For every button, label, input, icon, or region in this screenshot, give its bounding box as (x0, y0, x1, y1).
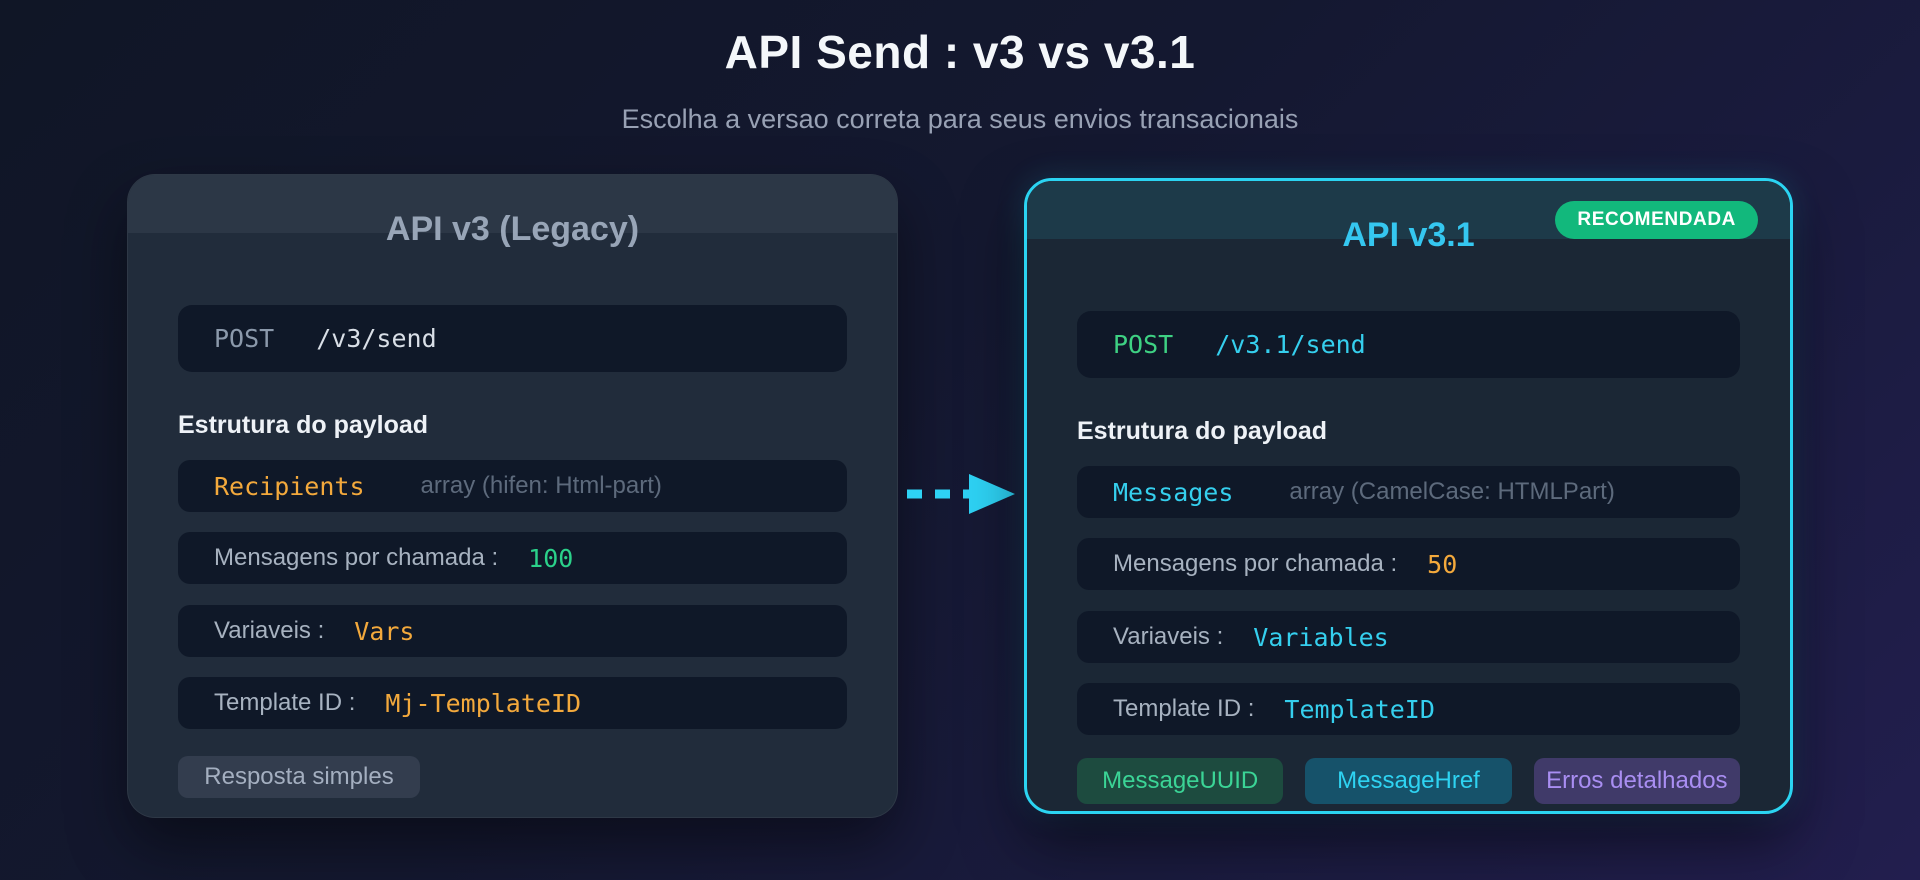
card-api-v3-legacy: API v3 (Legacy) POST /v3/send Estrutura … (127, 174, 898, 818)
payload-row-key: Messages array (CamelCase: HTMLPart) (1077, 466, 1740, 518)
payload-row-messages-per-call: Mensagens por chamada : 100 (178, 532, 847, 584)
payload-row-messages-per-call: Mensagens por chamada : 50 (1077, 538, 1740, 590)
card-title-v31: API v3.1 (1342, 216, 1475, 254)
row-label: Mensagens por chamada : (214, 544, 499, 571)
chip-detailed-errors: Erros detalhados (1533, 758, 1740, 804)
payload-row-template-id: Template ID : Mj-TemplateID (178, 677, 847, 729)
response-chips: MessageUUID MessageHref Erros detalhados (1077, 758, 1740, 804)
row-label: Template ID : (1113, 695, 1255, 722)
row-label: Variaveis : (1113, 623, 1224, 650)
row-value: Variables (1253, 622, 1389, 652)
payload-row-key: Recipients array (hifen: Html-part) (178, 460, 847, 512)
endpoint-path: /v3/send (316, 324, 437, 353)
row-value: Mj-TemplateID (385, 688, 582, 718)
row-value: TemplateID (1284, 694, 1435, 724)
payload-key-name: Recipients (214, 471, 365, 501)
response-chip-simple: Resposta simples (178, 756, 420, 798)
chip-message-uuid: MessageUUID (1077, 758, 1284, 804)
row-value: Vars (354, 616, 415, 646)
chip-message-href: MessageHref (1305, 758, 1512, 804)
page-title: API Send : v3 vs v3.1 (724, 26, 1196, 78)
payload-row-variables: Variaveis : Vars (178, 605, 847, 657)
endpoint-box-v3: POST /v3/send (178, 305, 847, 372)
payload-row-variables: Variaveis : Variables (1077, 611, 1740, 663)
endpoint-box-v31: POST /v3.1/send (1077, 311, 1740, 378)
recommended-badge: RECOMENDADA (1555, 201, 1758, 239)
http-method: POST (214, 324, 275, 353)
chip-label: Resposta simples (204, 763, 394, 790)
payload-section-label: Estrutura do payload (1077, 417, 1328, 445)
card-api-v31: API v3.1 RECOMENDADA POST /v3.1/send Est… (1024, 178, 1793, 814)
arrow-right-icon (907, 474, 1015, 514)
page-subtitle: Escolha a versao correta para seus envio… (621, 104, 1299, 134)
chip-label: MessageHref (1337, 767, 1480, 794)
payload-key-name: Messages (1113, 477, 1234, 507)
chip-label: MessageUUID (1102, 767, 1259, 794)
card-header-band (128, 175, 897, 233)
payload-key-desc: array (hifen: Html-part) (420, 472, 662, 499)
row-label: Template ID : (214, 689, 356, 716)
payload-section-label: Estrutura do payload (178, 411, 429, 439)
row-value: 50 (1427, 549, 1458, 579)
payload-key-desc: array (CamelCase: HTMLPart) (1289, 478, 1615, 505)
payload-row-template-id: Template ID : TemplateID (1077, 683, 1740, 735)
chip-label: Erros detalhados (1546, 767, 1728, 794)
recommended-badge-label: RECOMENDADA (1577, 209, 1736, 230)
endpoint-path: /v3.1/send (1215, 330, 1366, 359)
row-label: Mensagens por chamada : (1113, 550, 1398, 577)
http-method: POST (1113, 330, 1174, 359)
row-label: Variaveis : (214, 617, 325, 644)
card-title-v3: API v3 (Legacy) (385, 210, 640, 248)
row-value: 100 (528, 543, 574, 573)
